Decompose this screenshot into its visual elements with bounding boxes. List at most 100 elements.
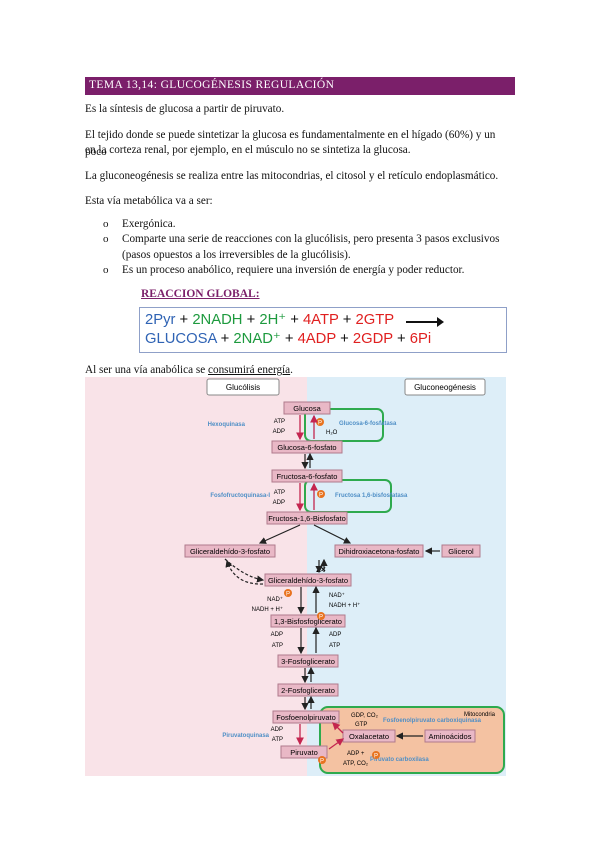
section-header: TEMA 13,14: GLUCOGÉNESIS REGULACIÓN [85, 77, 515, 95]
bpg13-box [270, 614, 346, 628]
g6pase-label: Glucosa-6-fosfatasa [339, 421, 397, 427]
eq-plus: + [286, 312, 303, 328]
hexoquinasa-label: Hexoquinasa [208, 422, 246, 428]
glucosa-box [283, 401, 331, 415]
f6p-label: Fructosa-6-fosfato [277, 472, 338, 481]
eq-plus: + [280, 331, 298, 347]
cofactor-atp: ATP [274, 490, 285, 496]
fbpase-highlight [304, 479, 392, 513]
cofactor-nad: NAD⁺ [329, 592, 345, 599]
section-title: TEMA 13,14: GLUCOGÉNESIS REGULACIÓN [89, 79, 335, 91]
paragraph-intro-list: Esta vía metabólica va a ser: [85, 195, 213, 207]
eq-nadh: 2NADH [192, 312, 243, 328]
f6p-box [271, 469, 343, 483]
energy-sentence: Al ser una vía anabólica se consumirá en… [85, 362, 515, 379]
pfk-label: Fosfofructoquinasa-I [210, 493, 270, 499]
gad3p-left-label: Gliceraldehído-3-fosfato [190, 547, 270, 556]
phosphate-icon-label: P [286, 592, 290, 598]
eq-h: 2H⁺ [259, 312, 287, 328]
oxalacetato-box [342, 729, 396, 743]
g6p-label: Glucosa-6-fosfato [277, 443, 336, 452]
phosphate-icon-label: P [318, 421, 322, 427]
cofactor-atp: ATP [272, 737, 283, 743]
bpg13-label: 1,3-Bisfosfoglicerato [274, 617, 342, 626]
glicerol-box [441, 544, 481, 558]
gluconeogenesis-pathway-figure: Glucólisis Gluconeogénesis Glucosa Gluco… [85, 377, 506, 776]
aminoacidos-box [424, 729, 476, 743]
cofactor-gtp: GTP [355, 722, 367, 728]
cofactor-h2o: H₂O [326, 430, 338, 436]
eq-gdp: 2GDP [352, 331, 393, 347]
cofactor-atp: ATP [329, 643, 340, 649]
eq-plus: + [338, 312, 356, 328]
energy-underlined: consumirá energía [208, 364, 291, 376]
cofactor-atp: ATP [274, 419, 285, 425]
pg2-label: 2-Fosfoglicerato [281, 686, 335, 695]
pc-label: Piruvato carboxilasa [370, 757, 429, 763]
piruvato-box [280, 745, 328, 759]
gluconeogenesis-arrows [310, 414, 345, 750]
f16bp-box [266, 511, 348, 525]
eq-atp: 4ATP [302, 312, 339, 328]
phosphate-icon-label: P [320, 759, 324, 765]
phosphate-icon [372, 751, 380, 759]
cofactor-adp: ADP [329, 632, 341, 638]
pg3-label: 3-Fosfoglicerato [281, 657, 335, 666]
eq-plus: + [392, 331, 410, 347]
energy-prefix: Al ser una vía anabólica se [85, 364, 209, 376]
fbpase-label: Fructosa 1,6-bisfosfatasa [335, 493, 408, 499]
bullet-marker: o [103, 264, 109, 276]
bullet-shared-reactions-line1: Comparte una serie de reacciones con la … [122, 233, 500, 245]
piruvato-label: Piruvato [290, 748, 318, 757]
reversible-arrows [224, 452, 440, 740]
reaction-line-reactants: 2Pyr + 2NADH + 2H⁺ + 4ATP + 2GTP [145, 311, 394, 328]
cofactor-adp: ADP [271, 632, 283, 638]
f16bp-label: Fructosa-1,6-Bisfosfato [268, 514, 346, 523]
g6pase-highlight [304, 408, 384, 442]
dhap-label: Dihidroxiacetona-fosfato [339, 547, 420, 556]
eq-plus: + [335, 331, 353, 347]
reaction-arrow [406, 317, 444, 327]
phosphate-icon-label: P [319, 493, 323, 499]
cofactor-adp: ADP [273, 500, 285, 506]
cofactor-nad: NAD⁺ [267, 596, 283, 603]
eq-adp: 4ADP [297, 331, 336, 347]
mitocondria-label: Mitocondria [464, 712, 496, 718]
paragraph-location: La gluconeogénesis se realiza entre las … [85, 170, 499, 182]
cofactor-gdp-co2: GDP, CO₂ [351, 713, 379, 719]
paragraph-tissue-line1: El tejido donde se puede sintetizar la g… [85, 129, 496, 158]
global-reaction-heading: REACCION GLOBAL: [141, 288, 260, 300]
cofactor-adp: ADP [273, 429, 285, 435]
glycolysis-header [206, 378, 280, 396]
eq-gtp: 2GTP [355, 312, 395, 328]
gluconeogenesis-header-label: Gluconeogénesis [414, 383, 476, 392]
phosphate-icon [316, 418, 324, 426]
eq-glucosa: GLUCOSA [145, 331, 217, 347]
gluconeogenesis-header [404, 378, 486, 396]
eq-plus: + [242, 312, 260, 328]
cofactor-atp-co2: ATP, CO₂ [343, 761, 369, 767]
energy-suffix: . [290, 364, 293, 376]
bullet-marker: o [103, 218, 109, 230]
bullet-anabolic: Es un proceso anabólico, requiere una in… [122, 264, 465, 276]
eq-pi: 6Pi [409, 331, 432, 347]
glicerol-label: Glicerol [448, 547, 474, 556]
mitochondria-box [319, 706, 505, 774]
reaction-line-products: GLUCOSA + 2NAD⁺ + 4ADP + 2GDP + 6Pi [145, 330, 431, 347]
phosphate-icon [317, 490, 325, 498]
cofactor-adp: ADP [271, 727, 283, 733]
paragraph-definition: Es la síntesis de glucosa a partir de pi… [85, 103, 285, 115]
phosphate-icon [318, 756, 326, 764]
aminoacidos-label: Aminoácidos [429, 732, 472, 741]
phosphate-icon [317, 612, 325, 620]
pep-box [272, 710, 340, 724]
eq-plus: + [175, 312, 193, 328]
global-reaction-box: 2Pyr + 2NADH + 2H⁺ + 4ATP + 2GTP GLUCOSA… [139, 307, 507, 353]
phosphate-icon-label: P [319, 615, 323, 621]
gad3p-left-box [184, 544, 276, 558]
gad3p-box [264, 573, 352, 587]
piruvatoquinasa-label: Piruvatoquinasa [222, 733, 269, 739]
oxalacetato-label: Oxalacetato [349, 732, 389, 741]
phosphate-icon [284, 589, 292, 597]
cofactor-atp: ATP [272, 643, 283, 649]
